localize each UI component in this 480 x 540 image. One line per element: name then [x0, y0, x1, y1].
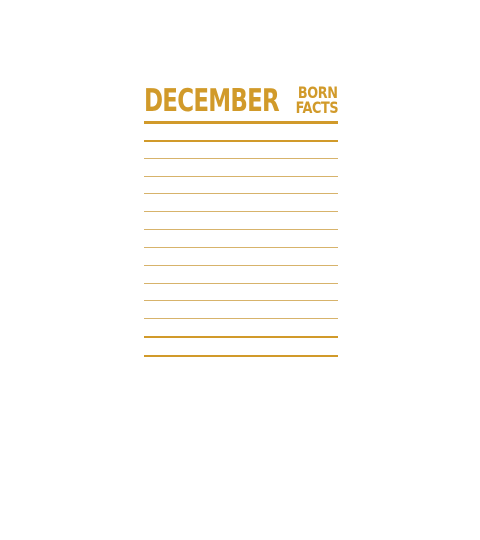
card-title-main: DECEMBER: [144, 83, 280, 119]
ruled-line: [144, 283, 338, 284]
ruled-line: [144, 355, 338, 357]
ruled-line: [144, 247, 338, 248]
december-born-facts-card: DECEMBER BORN FACTS: [144, 80, 338, 360]
ruled-line: [144, 193, 338, 194]
ruled-line: [144, 229, 338, 230]
card-title-side: BORN FACTS: [294, 85, 338, 119]
ruled-line: [144, 265, 338, 266]
ruled-line: [144, 158, 338, 159]
ruled-line: [144, 176, 338, 177]
ruled-line: [144, 140, 338, 142]
divider-line: [144, 121, 338, 124]
card-title-row: DECEMBER BORN FACTS: [144, 84, 338, 118]
card-title-side-line-2: FACTS: [295, 98, 338, 117]
card-title-side-line-1: BORN: [298, 83, 338, 102]
ruled-line: [144, 300, 338, 301]
ruled-line: [144, 336, 338, 338]
ruled-line: [144, 318, 338, 319]
ruled-line: [144, 211, 338, 212]
